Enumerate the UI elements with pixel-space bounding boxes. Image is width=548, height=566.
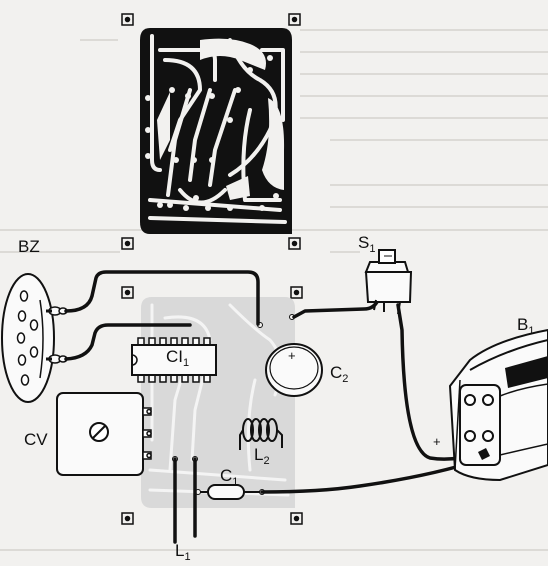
label-coil2: L2: [254, 445, 270, 467]
label-battery: B1: [517, 315, 534, 337]
battery-holder-b1: [448, 328, 548, 482]
coil-l2: [239, 418, 283, 450]
background-text-bleed: [0, 29, 548, 551]
label-leads: L1: [175, 541, 191, 563]
label-cap2: C2: [330, 363, 348, 385]
switch-s1: [364, 249, 413, 315]
pcb-copper-layout: [121, 13, 301, 250]
label-switch: S1: [358, 233, 375, 255]
trimmer-cv: [56, 392, 152, 476]
label-battery-plus: +: [433, 434, 441, 449]
registration-marks: [121, 13, 301, 250]
component-board: [56, 286, 323, 525]
buzzer-bz: [1, 273, 68, 403]
capacitor-c1: [198, 484, 262, 500]
ic-ci1: [131, 337, 217, 383]
label-trimmer: CV: [24, 430, 48, 449]
label-buzzer: BZ: [18, 237, 40, 256]
label-ic: CI1: [166, 347, 189, 369]
label-cap1: C1: [220, 466, 238, 488]
label-cap2-plus: +: [288, 348, 296, 363]
component-labels: BZ S1 CI1 C2 + CV L2 C1 B1 + L1: [18, 233, 534, 563]
registration-marks-lower: [121, 286, 303, 525]
capacitor-c2: [265, 343, 323, 397]
